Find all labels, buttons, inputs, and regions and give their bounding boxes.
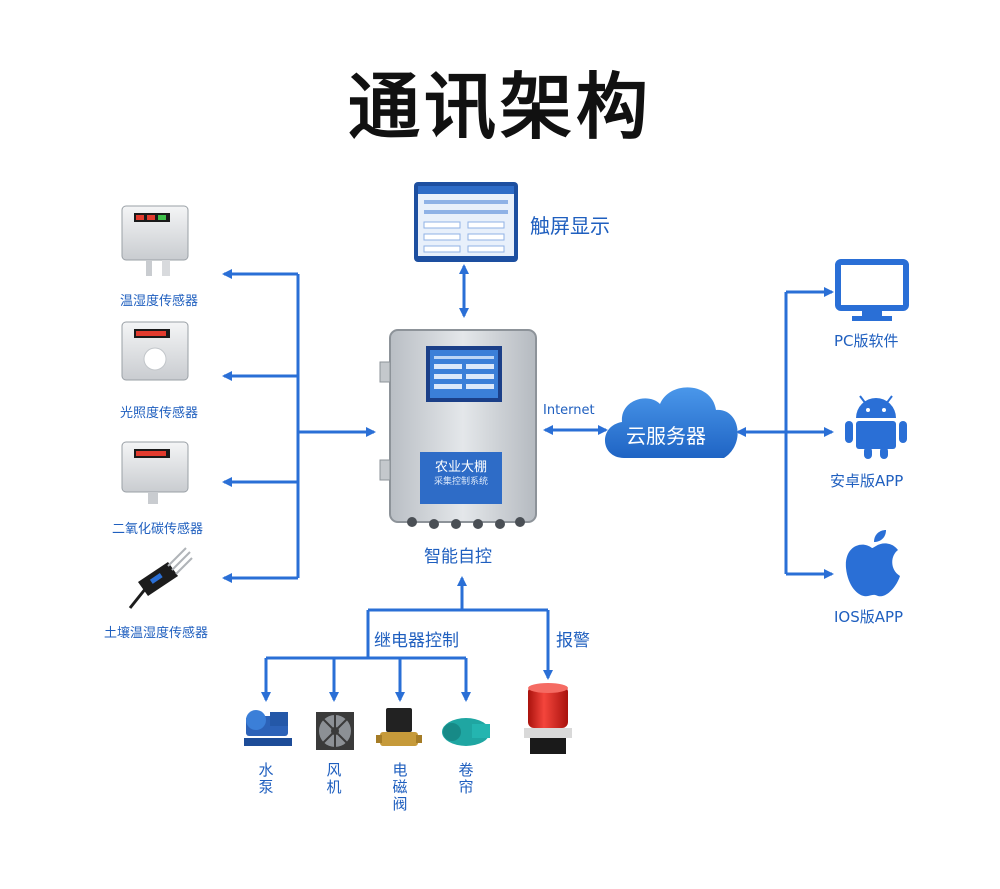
sensor-label: 温湿度传感器 xyxy=(120,294,199,309)
actuator-label-curtain: 卷帘 xyxy=(458,761,474,796)
client-label-android: 安卓版APP xyxy=(830,472,904,490)
actuator-label-valve: 电磁阀 xyxy=(392,761,408,813)
sensor-light xyxy=(121,321,189,381)
actuator-label-pump: 水泵 xyxy=(258,761,274,796)
sensor-label: 光照度传感器 xyxy=(120,406,199,421)
sensor-label: 土壤温湿度传感器 xyxy=(104,626,209,641)
android-icon xyxy=(845,395,907,459)
controller-device xyxy=(379,329,537,529)
solenoid-valve-icon xyxy=(376,708,422,746)
sensor-co2 xyxy=(121,441,189,504)
client-label-pc: PC版软件 xyxy=(834,332,899,350)
cloud-label: 云服务器 xyxy=(626,424,706,448)
alarm-label: 报警 xyxy=(556,631,590,651)
water-pump-icon xyxy=(244,710,292,746)
cloud-icon xyxy=(604,387,738,458)
page-title: 通讯架构 xyxy=(347,65,652,149)
controller-panel-subtitle: 采集控制系统 xyxy=(433,477,488,487)
controller-label: 智能自控 xyxy=(424,547,492,567)
alarm-light-icon xyxy=(524,683,572,754)
touchscreen-label: 触屏显示 xyxy=(530,214,610,238)
sensor-soil xyxy=(128,547,193,609)
controller-panel-title: 农业大棚 xyxy=(434,460,487,475)
sensor-label: 二氧化碳传感器 xyxy=(112,522,204,537)
client-label-ios: IOS版APP xyxy=(834,608,904,626)
fan-icon xyxy=(316,712,354,750)
touchscreen-device xyxy=(414,182,518,262)
monitor-icon xyxy=(835,259,909,321)
sensor-temp-humidity xyxy=(121,205,189,276)
apple-icon xyxy=(845,530,900,597)
connectors xyxy=(222,264,834,702)
actuator-label-fan: 风机 xyxy=(326,761,342,796)
internet-label: Internet xyxy=(543,403,595,418)
curtain-motor-icon xyxy=(442,718,490,746)
relay-label: 继电器控制 xyxy=(374,631,459,651)
